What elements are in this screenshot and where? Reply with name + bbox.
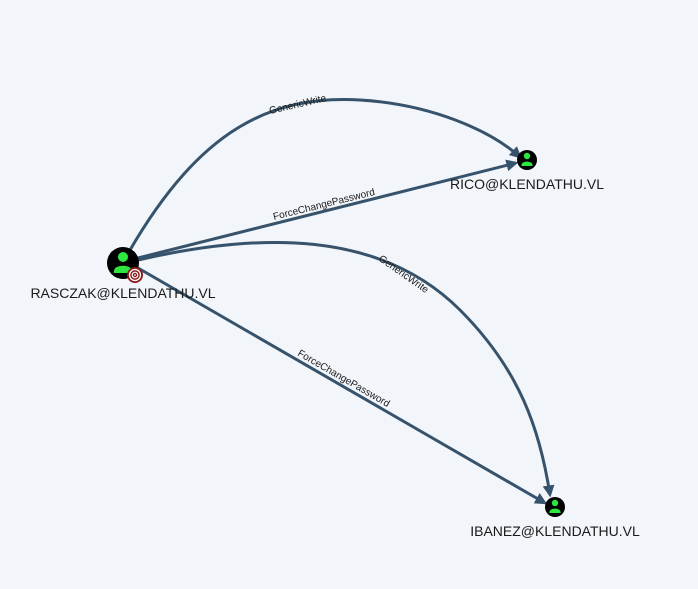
edge-rasczak-ibanez-genericwrite[interactable]: GenericWrite [137, 240, 555, 498]
edge-label: ForceChangePassword [296, 348, 392, 410]
user-icon [114, 252, 132, 273]
edge-rasczak-ibanez-forcechangepassword[interactable]: ForceChangePassword [137, 266, 548, 505]
node-label: RICO@KLENDATHU.VL [450, 176, 604, 192]
node-rasczak[interactable]: RASCZAK@KLENDATHU.VL [30, 247, 216, 301]
target-icon [127, 267, 143, 283]
edge-label: GenericWrite [376, 253, 430, 296]
edge-label: ForceChangePassword [272, 187, 376, 223]
user-icon [521, 152, 533, 166]
node-label: RASCZAK@KLENDATHU.VL [30, 285, 215, 301]
node-rico[interactable]: RICO@KLENDATHU.VL [450, 150, 604, 192]
user-icon [549, 499, 561, 513]
node-label: IBANEZ@KLENDATHU.VL [470, 523, 640, 539]
edge-label: GenericWrite [268, 93, 328, 117]
node-ibanez[interactable]: IBANEZ@KLENDATHU.VL [470, 497, 640, 539]
edge-rasczak-rico-genericwrite[interactable]: GenericWrite [128, 93, 522, 251]
